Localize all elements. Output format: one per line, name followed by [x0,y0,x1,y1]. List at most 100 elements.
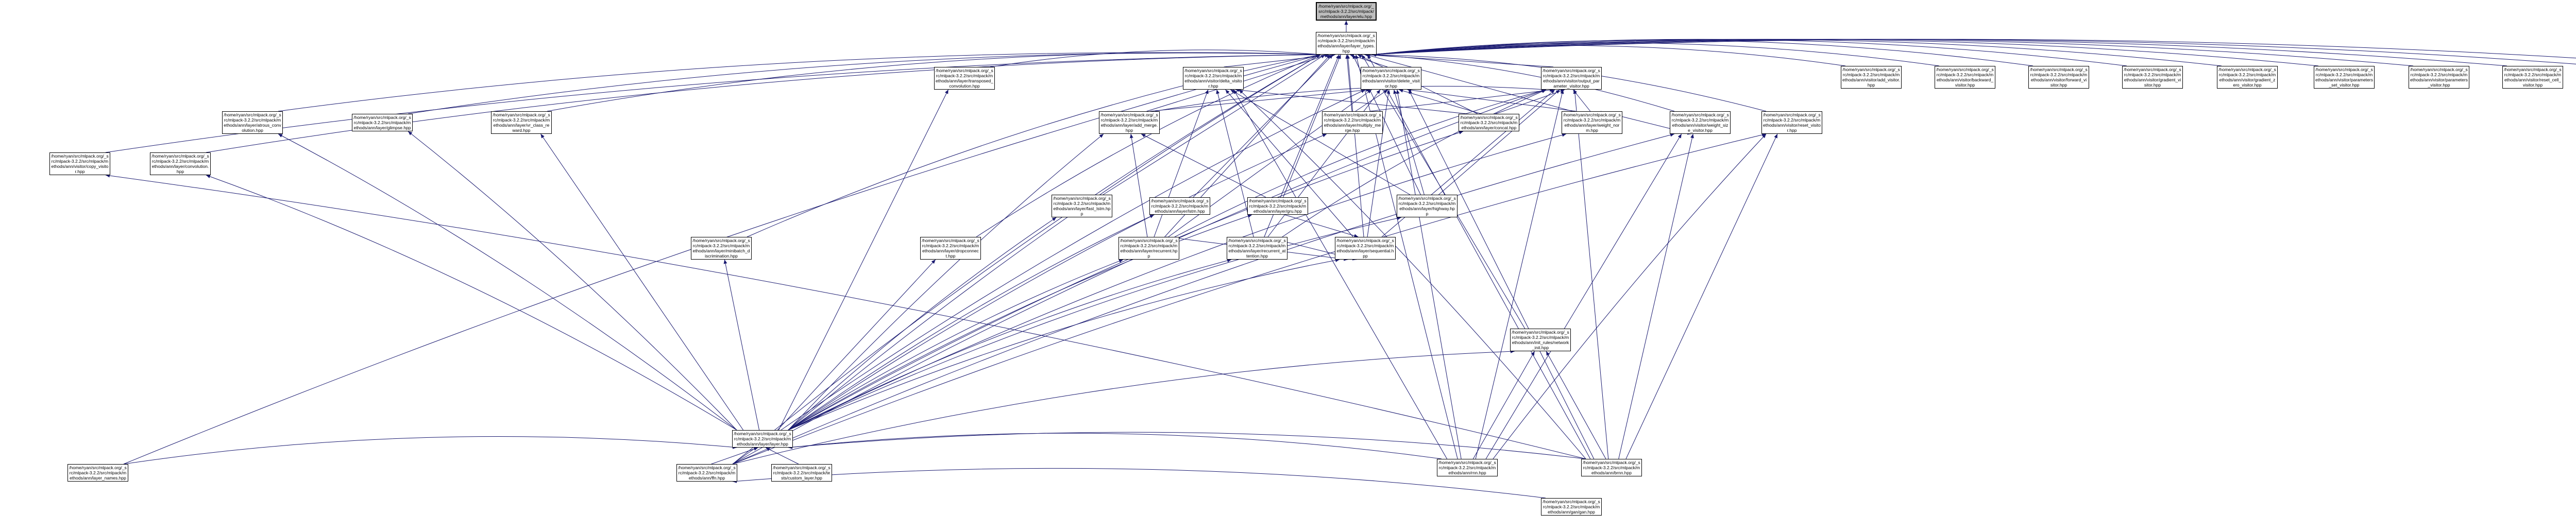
graph-node-wsize_v[interactable]: /home/ryan/src/mlpack.org/_src/mlpack-3.… [1670,111,1731,134]
graph-node-dropconnect[interactable]: /home/ryan/src/mlpack.org/_src/mlpack-3.… [920,237,981,260]
graph-edge-highway--delete_v [1393,89,1425,195]
graph-edge-convolution--layer_types [206,53,1321,153]
graph-edge-ffn--network_init [732,349,1515,465]
graph-edge-layer--weight_norm [788,133,1567,431]
graph-node-gradz_v[interactable]: /home/ryan/src/mlpack.org/_src/mlpack-3.… [2217,66,2278,89]
graph-node-weight_norm[interactable]: /home/ryan/src/mlpack.org/_src/mlpack-3.… [1562,111,1622,134]
graph-edge-rnn--wsize_v [1485,133,1682,459]
graph-node-pset_v[interactable]: /home/ryan/src/mlpack.org/_src/mlpack-3.… [2314,66,2375,89]
graph-edge-gan--ffn [732,468,1546,499]
graph-edge-layer--concat [788,131,1464,431]
graph-edge-layer--sequential [788,259,1340,431]
graph-edge-brnn--layer [788,432,1586,459]
graph-edge-network_init--layer_types [1361,54,1526,329]
graph-edge-ffn--layer [711,447,758,465]
graph-node-reset_v[interactable]: /home/ryan/src/mlpack.org/_src/mlpack-3.… [1761,111,1822,134]
graph-edge-mult_merge--layer_types [1345,54,1352,112]
graph-edge-brnn--delta_v [1239,89,1586,459]
graph-edge-sequential--delete_v [1367,89,1391,237]
graph-node-forw_v[interactable]: /home/ryan/src/mlpack.org/_src/mlpack-3.… [2028,66,2089,89]
graph-edge-forw_v--layer_types [1371,40,2033,66]
graph-edge-brnn--reset_v [1625,133,1778,459]
graph-node-layer[interactable]: /home/ryan/src/mlpack.org/_src/mlpack-3.… [732,430,793,448]
graph-edge-brnn--layer_types [1367,54,1591,459]
graph-node-layer_types[interactable]: /home/ryan/src/mlpack.org/_src/mlpack-3.… [1316,32,1377,55]
graph-edge-layer_names--layer [123,436,737,465]
graph-edge-delta_v--layer_types [1224,53,1336,67]
graph-node-tconv[interactable]: /home/ryan/src/mlpack.org/_src/mlpack-3.… [934,67,995,90]
graph-node-atrous[interactable]: /home/ryan/src/mlpack.org/_src/mlpack-3.… [222,111,283,134]
graph-edge-layer--atrous [278,133,737,431]
graph-edge-rnn--delta_v [1233,89,1447,459]
graph-edge-brnn--delete_v [1408,89,1595,459]
graph-node-recattn[interactable]: /home/ryan/src/mlpack.org/_src/mlpack-3.… [1227,237,1287,260]
graph-node-concat[interactable]: /home/ryan/src/mlpack.org/_src/mlpack-3.… [1459,114,1519,131]
graph-node-add_merge[interactable]: /home/ryan/src/mlpack.org/_src/mlpack-3.… [1099,111,1160,134]
graph-node-rcell_v[interactable]: /home/ryan/src/mlpack.org/_src/mlpack-3.… [2502,66,2563,89]
graph-node-copy_v[interactable]: /home/ryan/src/mlpack.org/_src/mlpack-3.… [49,152,110,175]
graph-node-grad_v[interactable]: /home/ryan/src/mlpack.org/_src/mlpack-3.… [2122,66,2183,89]
graph-node-rnn[interactable]: /home/ryan/src/mlpack.org/_src/mlpack-3.… [1437,459,1498,476]
graph-node-fast_lstm[interactable]: /home/ryan/src/mlpack.org/_src/mlpack-3.… [1052,195,1112,217]
graph-edge-custom_layer--layer [765,447,799,465]
graph-edge-layer--add_merge [788,133,1104,431]
graph-edge-layer--mult_merge [788,133,1327,431]
graph-edge-ffn--reset_v [732,133,1767,465]
graph-node-gru[interactable]: /home/ryan/src/mlpack.org/_src/mlpack-3.… [1247,197,1308,215]
graph-edge-tconv--layer_types [990,49,1321,67]
graph-edge-gru--layer_types [1283,54,1341,198]
graph-node-outparam_v[interactable]: /home/ryan/src/mlpack.org/_src/mlpack-3.… [1541,67,1602,90]
graph-edge-layer--highway [788,216,1402,431]
graph-node-glimpse[interactable]: /home/ryan/src/mlpack.org/_src/mlpack-3.… [352,114,413,131]
graph-edge-brnn--wsize_v [1618,133,1694,459]
graph-node-brnn[interactable]: /home/ryan/src/mlpack.org/_src/mlpack-3.… [1581,459,1642,476]
graph-node-minibatch[interactable]: /home/ryan/src/mlpack.org/_src/mlpack-3.… [691,237,752,260]
graph-node-param_v[interactable]: /home/ryan/src/mlpack.org/_src/mlpack-3.… [2409,66,2469,89]
graph-edge-rnn--network_init [1472,351,1535,459]
graph-node-network_init[interactable]: /home/ryan/src/mlpack.org/_src/mlpack-3.… [1510,329,1571,351]
graph-edge-wset_v--layer_types [1371,39,2576,64]
graph-node-elu[interactable]: /home/ryan/src/mlpack.org/_src/mlpack-3.… [1316,2,1377,21]
graph-edge-layer--minibatch [723,259,760,431]
graph-edge-soutp_v--layer_types [1371,39,2576,59]
graph-node-delete_v[interactable]: /home/ryan/src/mlpack.org/_src/mlpack-3.… [1361,67,1421,90]
graph-edge-rnn--outparam_v [1475,89,1564,459]
graph-edge-layer--recattn [788,259,1232,431]
graph-edge-rnn--reset_v [1493,133,1767,459]
graph-node-highway[interactable]: /home/ryan/src/mlpack.org/_src/mlpack-3.… [1397,195,1458,217]
graph-edge-brnn--outparam_v [1573,89,1609,459]
graph-edge-sequential--delta_v [1225,89,1353,237]
graph-edge-rcell_v--layer_types [1371,39,2507,66]
graph-node-recurrent[interactable]: /home/ryan/src/mlpack.org/_src/mlpack-3.… [1118,237,1179,260]
graph-node-custom_layer[interactable]: /home/ryan/src/mlpack.org/_src/mlpack-3.… [771,464,832,482]
graph-edge-gru--add_merge [1141,133,1266,198]
graph-node-convolution[interactable]: /home/ryan/src/mlpack.org/_src/mlpack-3.… [150,152,211,175]
graph-edge-ffn--delete_v [732,89,1366,465]
graph-node-gan[interactable]: /home/ryan/src/mlpack.org/_src/mlpack-3.… [1541,498,1602,516]
graph-edge-recurrent--delta_v [1154,89,1209,237]
graph-edge-grad_v--layer_types [1371,39,2127,66]
graph-edge-highway--delta_v [1230,89,1411,195]
graph-node-vr_class[interactable]: /home/ryan/src/mlpack.org/_src/mlpack-3.… [491,111,552,134]
graph-edge-weight_norm--layer_types [1366,54,1572,112]
graph-edge-weight_norm--delete_v [1407,88,1576,112]
graph-node-layer_names[interactable]: /home/ryan/src/mlpack.org/_src/mlpack-3.… [67,464,128,482]
graph-edge-atrous--layer_types [278,52,1321,112]
graph-node-lstm[interactable]: /home/ryan/src/mlpack.org/_src/mlpack-3.… [1149,197,1210,215]
graph-node-sequential[interactable]: /home/ryan/src/mlpack.org/_src/mlpack-3.… [1335,237,1396,260]
graph-edge-recattn--delta_v [1216,89,1254,237]
graph-edge-recurrent--outparam_v [1174,89,1546,237]
graph-node-delta_v[interactable]: /home/ryan/src/mlpack.org/_src/mlpack-3.… [1183,67,1244,90]
graph-edge-layer--gru [788,214,1252,431]
graph-node-ffn[interactable]: /home/ryan/src/mlpack.org/_src/mlpack-3.… [676,464,737,482]
graph-edge-layer--recurrent [788,259,1124,431]
graph-node-add_v[interactable]: /home/ryan/src/mlpack.org/_src/mlpack-3.… [1841,66,1902,89]
graph-edge-mult_merge--delete_v [1355,89,1388,112]
graph-edge-concat--delta_v [1235,88,1467,114]
graph-node-back_v[interactable]: /home/ryan/src/mlpack.org/_src/mlpack-3.… [1935,66,1995,89]
graph-edge-concat--delete_v [1399,89,1481,114]
graph-edge-layer--tconv [778,89,949,431]
graph-node-mult_merge[interactable]: /home/ryan/src/mlpack.org/_src/mlpack-3.… [1322,111,1383,134]
